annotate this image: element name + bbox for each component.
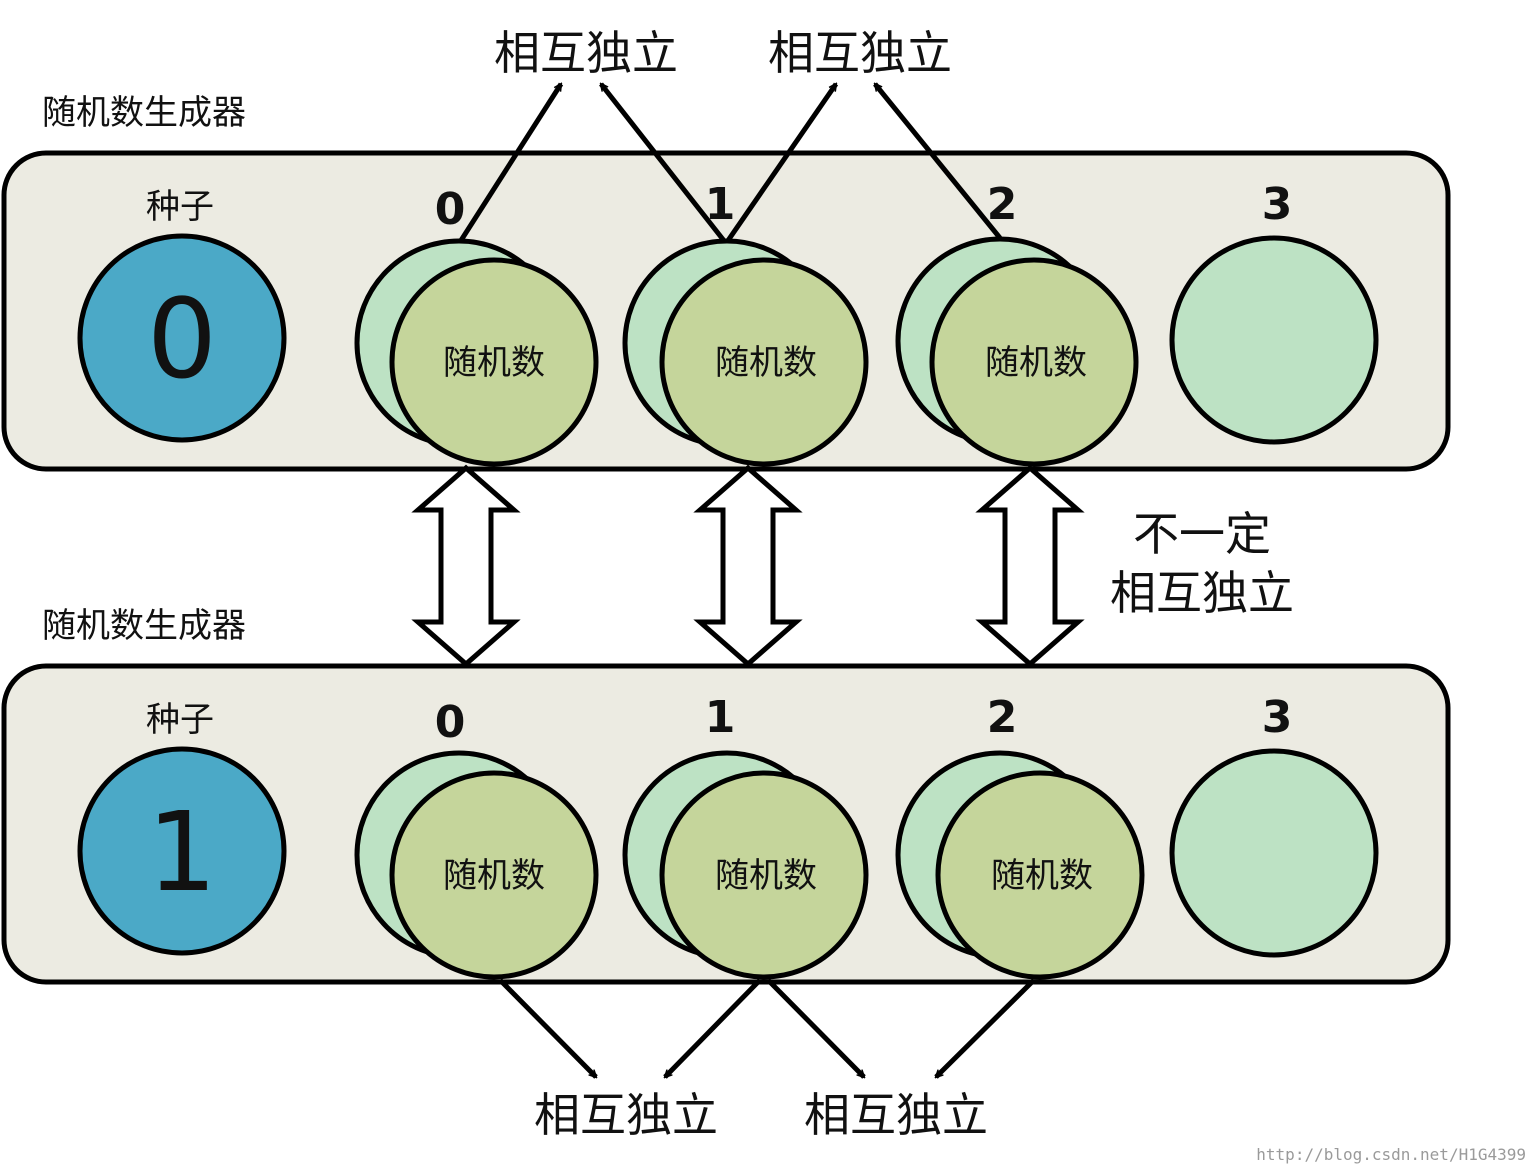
slot-2-index: 2 <box>987 692 1018 743</box>
generator-0: 随机数生成器 种子 0 0 随机数 1 随机数 2 随机数 3 <box>1 93 1451 472</box>
generator-0-label: 随机数生成器 <box>42 93 246 133</box>
arrow-icon <box>457 84 564 244</box>
slot-3-empty-circle <box>1169 235 1379 445</box>
generator-1-label: 随机数生成器 <box>42 606 246 646</box>
arrow-icon <box>724 84 839 244</box>
double-arrow-icon <box>411 464 521 668</box>
seed-0-value: 0 <box>147 275 217 403</box>
slot-2-front-circle <box>929 257 1139 467</box>
generator-1: 随机数生成器 种子 1 0 随机数 1 随机数 2 随机数 3 <box>1 606 1451 985</box>
slot-1-front-circle <box>659 257 869 467</box>
slot-0-front-circle <box>389 257 599 467</box>
seed-0-circle <box>77 233 287 443</box>
slot-2-index: 2 <box>987 179 1018 230</box>
double-arrow-icon <box>975 464 1085 668</box>
slot-3-empty-circle <box>1169 748 1379 958</box>
arrow-icon <box>766 978 866 1079</box>
slot-2-label: 随机数 <box>991 856 1093 896</box>
slot-0-index: 0 <box>435 697 466 748</box>
arrow-icon <box>934 978 1036 1079</box>
slot-0-label: 随机数 <box>443 856 545 896</box>
slot-2-front-circle <box>935 770 1145 980</box>
seed-1-label: 种子 <box>146 700 214 740</box>
double-arrow-icon <box>693 464 803 668</box>
top-arrows <box>457 84 1002 244</box>
middle-annotation-line1: 不一定 <box>1133 507 1271 561</box>
slot-0-index: 0 <box>435 184 466 235</box>
arrow-icon <box>873 84 1002 240</box>
watermark: http://blog.csdn.net/H1G4399 <box>1256 1145 1526 1164</box>
slot-0-label: 随机数 <box>443 343 545 383</box>
seed-1-value: 1 <box>147 788 217 916</box>
slot-2-label: 随机数 <box>985 343 1087 383</box>
slot-3-index: 3 <box>1262 179 1293 230</box>
slot-1-label: 随机数 <box>715 343 817 383</box>
top-annotation-right: 相互独立 <box>768 26 952 80</box>
arrow-icon <box>663 978 762 1079</box>
seed-0-label: 种子 <box>146 187 214 227</box>
double-arrows <box>411 464 1085 668</box>
bottom-arrows <box>498 978 1036 1079</box>
top-annotation-left: 相互独立 <box>494 26 678 80</box>
slot-1-label: 随机数 <box>715 856 817 896</box>
arrow-icon <box>599 84 727 244</box>
bottom-annotation-right: 相互独立 <box>804 1088 988 1142</box>
slot-1-index: 1 <box>705 692 736 743</box>
slot-3-index: 3 <box>1262 692 1293 743</box>
bottom-annotation-left: 相互独立 <box>534 1088 718 1142</box>
seed-1-circle <box>77 746 287 956</box>
middle-annotation-line2: 相互独立 <box>1110 566 1294 620</box>
slot-1-front-circle <box>659 770 869 980</box>
slot-0-front-circle <box>389 770 599 980</box>
arrow-icon <box>498 978 598 1079</box>
